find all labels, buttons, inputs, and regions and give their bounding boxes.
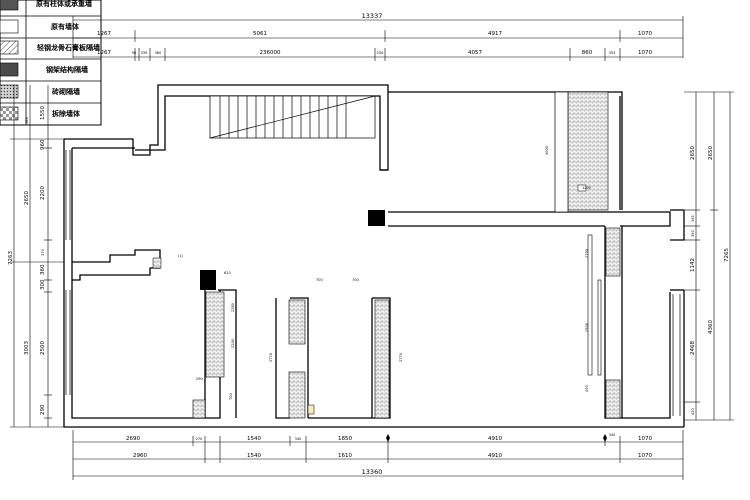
interior-label: 700 bbox=[229, 393, 233, 400]
dim-top-row2-2: 90 bbox=[132, 51, 136, 55]
dim-top-row2-7: 4057 bbox=[468, 50, 482, 56]
dim-bottom-row1: 2690 bbox=[126, 436, 140, 442]
dim-bottom-row2: 1070 bbox=[638, 453, 652, 459]
dim-bottom-row2: 1540 bbox=[247, 453, 261, 459]
partitions bbox=[152, 91, 621, 419]
legend-swatch-white bbox=[0, 19, 19, 34]
interior-label: 450 bbox=[585, 385, 589, 392]
interior-label: 2700 bbox=[585, 249, 589, 258]
dim-top-1: 1267 bbox=[97, 31, 111, 37]
legend-label: 原有墙体 bbox=[51, 22, 80, 31]
dim-left-inner: 389 bbox=[25, 117, 29, 124]
legend-swatch-check bbox=[0, 106, 19, 121]
dim-top-row2-5: 236000 bbox=[260, 50, 281, 56]
dim-left-outer: 2650 bbox=[24, 191, 30, 205]
legend-label: 钢架结构隔墙 bbox=[46, 65, 88, 74]
dim-overall-bottom: 13360 bbox=[362, 468, 383, 476]
dim-top-3: 4917 bbox=[488, 31, 502, 37]
dim-left-inner: 300 bbox=[40, 279, 46, 290]
interior-label: 2770 bbox=[269, 353, 273, 362]
interior-label: 2200 bbox=[231, 339, 235, 348]
legend-label: 拆除墙体 bbox=[52, 109, 81, 118]
dim-top-row2-3: 330 bbox=[141, 51, 148, 55]
dim-right-inner: 1142 bbox=[690, 258, 696, 272]
interior-labels: 3000 1200 (1) 620 2280 290 2200 2770 700… bbox=[178, 146, 591, 400]
dim-top-row2-10: 1070 bbox=[638, 50, 652, 56]
dim-right-inner: 2650 bbox=[690, 146, 696, 160]
dim-left-inner: 2500 bbox=[40, 341, 46, 355]
legend: 原有柱体或承重墙 原有墙体 轻钢龙骨石膏板隔墙 钢架结构隔墙 砖砌隔墙 拆除墙体 bbox=[0, 0, 102, 126]
dim-bottom-row1: 1070 bbox=[638, 436, 652, 442]
dim-overall-top: 13337 bbox=[362, 12, 383, 20]
legend-swatch-dark bbox=[0, 62, 19, 77]
top-dimensions: 13337 1267 5061 4917 1070 1267 90 330 36… bbox=[72, 12, 684, 61]
interior-label: 1200 bbox=[582, 186, 591, 190]
dim-left-inner: 370 bbox=[41, 249, 45, 256]
dim-left-inner: 960 bbox=[40, 139, 46, 150]
dim-left-inner: 360 bbox=[40, 264, 46, 275]
dim-top-2: 5061 bbox=[253, 31, 267, 37]
dim-right-outer: 7265 bbox=[724, 248, 730, 262]
walls bbox=[63, 84, 685, 428]
dim-right-inner: 345 bbox=[691, 215, 695, 222]
dim-left-inner: 3003 bbox=[24, 341, 30, 355]
dim-bottom-row1: 340 bbox=[609, 433, 616, 437]
dim-right-inner: 420 bbox=[691, 408, 695, 415]
dim-left-inner: 290 bbox=[40, 404, 46, 415]
dim-top-4: 1070 bbox=[638, 31, 652, 37]
interior-label: 2500 bbox=[585, 323, 589, 332]
dim-top-row2-6: 230 bbox=[377, 51, 384, 55]
left-dimensions: 2650 7263 1550 389 960 2200 370 360 300 … bbox=[8, 85, 64, 428]
dim-top-row2-8: 860 bbox=[582, 50, 593, 56]
dim-bottom-row1: 1850 bbox=[338, 436, 352, 442]
dim-bottom-row1: 270 bbox=[196, 437, 203, 441]
dim-bottom-row2: 2960 bbox=[133, 453, 147, 459]
column bbox=[200, 270, 216, 290]
interior-label: 290 bbox=[196, 377, 203, 381]
column bbox=[368, 210, 385, 226]
dim-right-inner: 4360 bbox=[708, 320, 714, 334]
legend-swatch-dark bbox=[0, 0, 19, 11]
interior-label: 620 bbox=[224, 271, 231, 275]
dim-bottom-row1: 1540 bbox=[247, 436, 261, 442]
dim-bottom-row1: 4910 bbox=[488, 436, 502, 442]
dim-bottom-row1: 340 bbox=[295, 437, 302, 441]
legend-label: 轻钢龙骨石膏板隔墙 bbox=[37, 43, 100, 52]
right-dimensions: 2650 2650 345 350 1142 4360 2468 420 726… bbox=[684, 91, 734, 421]
interior-label: 2770 bbox=[399, 353, 403, 362]
legend-label: 砖砌隔墙 bbox=[52, 87, 80, 96]
dim-left-inner: 2200 bbox=[40, 186, 46, 200]
interior-label: 3000 bbox=[545, 146, 549, 155]
dim-right-inner: 2468 bbox=[690, 341, 696, 355]
legend-swatch-hatch bbox=[0, 40, 19, 55]
dim-top-row2-4: 360 bbox=[155, 51, 162, 55]
dim-left-inner: 1550 bbox=[40, 106, 46, 120]
dim-top-row2-9: 353 bbox=[609, 51, 616, 55]
dim-left-outer: 7263 bbox=[8, 251, 14, 265]
interior-label: (1) bbox=[178, 254, 184, 258]
dim-bottom-row2: 1610 bbox=[338, 453, 352, 459]
dim-right-outer: 2650 bbox=[708, 146, 714, 160]
interior-label: 2280 bbox=[231, 303, 235, 312]
dim-right-inner: 350 bbox=[691, 230, 695, 237]
dim-bottom-row2: 4910 bbox=[488, 453, 502, 459]
staircase bbox=[209, 95, 376, 139]
dim-top-row2-1: 1267 bbox=[97, 50, 111, 56]
bottom-dimensions: 2690 270 1540 340 1850 4910 340 1070 296… bbox=[72, 430, 684, 480]
interior-label: 700 bbox=[316, 278, 323, 282]
legend-label: 原有柱体或承重墙 bbox=[36, 0, 92, 8]
legend-swatch-dots bbox=[0, 84, 19, 99]
interior-label: 700 bbox=[352, 278, 359, 282]
